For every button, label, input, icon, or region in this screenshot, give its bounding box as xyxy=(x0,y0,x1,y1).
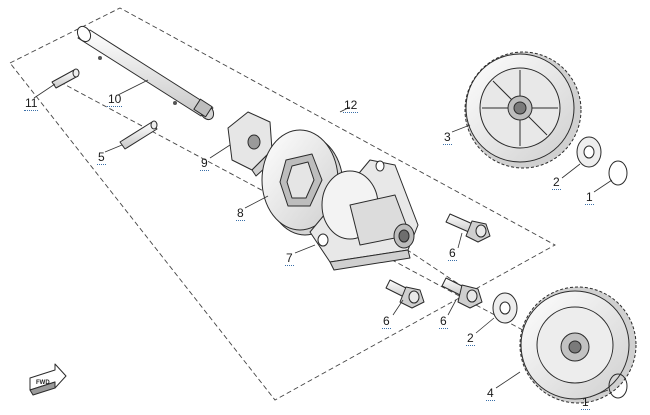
callout-8[interactable]: 8 xyxy=(236,207,245,221)
callout-1-upper-label: 1 xyxy=(585,190,594,205)
callout-5-label: 5 xyxy=(97,150,106,165)
callout-2-lower-label: 2 xyxy=(466,331,475,346)
fwd-arrow-icon: FWD xyxy=(29,363,67,396)
callout-2-upper[interactable]: 2 xyxy=(552,176,561,190)
callout-6-lower-right[interactable]: 6 xyxy=(439,315,448,329)
large-gear-part xyxy=(464,51,582,169)
callout-6-lower-left-label: 6 xyxy=(382,314,391,329)
callout-8-label: 8 xyxy=(236,206,245,221)
circlip-part-upper xyxy=(608,160,628,186)
bolt-part-lower-left xyxy=(385,279,425,309)
callout-4[interactable]: 4 xyxy=(486,387,495,401)
callout-4-label: 4 xyxy=(486,386,495,401)
axis-line-bolts xyxy=(399,244,461,286)
callout-9[interactable]: 9 xyxy=(200,157,209,171)
washer-part-lower xyxy=(492,292,518,324)
callout-3[interactable]: 3 xyxy=(443,131,452,145)
callout-6-lower-left[interactable]: 6 xyxy=(382,315,391,329)
callout-1-upper[interactable]: 1 xyxy=(585,191,594,205)
callout-2-lower[interactable]: 2 xyxy=(466,332,475,346)
callout-12[interactable]: 12 xyxy=(343,98,359,113)
washer-part-upper xyxy=(576,136,602,168)
callout-1-lower[interactable]: 1 xyxy=(581,396,590,410)
shaft-part xyxy=(76,25,215,121)
callout-10[interactable]: 10 xyxy=(107,92,123,107)
callout-7-label: 7 xyxy=(285,251,294,266)
callout-1-lower-label: 1 xyxy=(581,395,590,410)
callout-2-upper-label: 2 xyxy=(552,175,561,190)
callout-3-label: 3 xyxy=(443,130,452,145)
callout-12-label: 12 xyxy=(343,98,359,113)
small-gear-part xyxy=(519,286,637,404)
callout-11-label: 11 xyxy=(24,96,39,111)
callout-6-upper[interactable]: 6 xyxy=(448,247,457,261)
bolt-part-upper xyxy=(445,213,491,243)
pin-part-upper xyxy=(51,68,80,89)
pump-housing-part xyxy=(309,159,419,271)
callout-10-label: 10 xyxy=(107,92,123,107)
fwd-label: FWD xyxy=(36,380,50,386)
callout-6-upper-label: 6 xyxy=(448,246,457,261)
callout-9-label: 9 xyxy=(200,156,209,171)
callout-5[interactable]: 5 xyxy=(97,151,106,165)
leader-lines xyxy=(33,79,613,398)
circlip-part-lower xyxy=(608,373,628,399)
callout-6-lower-right-label: 6 xyxy=(439,314,448,329)
callout-7[interactable]: 7 xyxy=(285,252,294,266)
pin-part-lower xyxy=(119,120,158,150)
bolt-part-lower-right xyxy=(441,277,483,309)
callout-11[interactable]: 11 xyxy=(24,96,39,111)
